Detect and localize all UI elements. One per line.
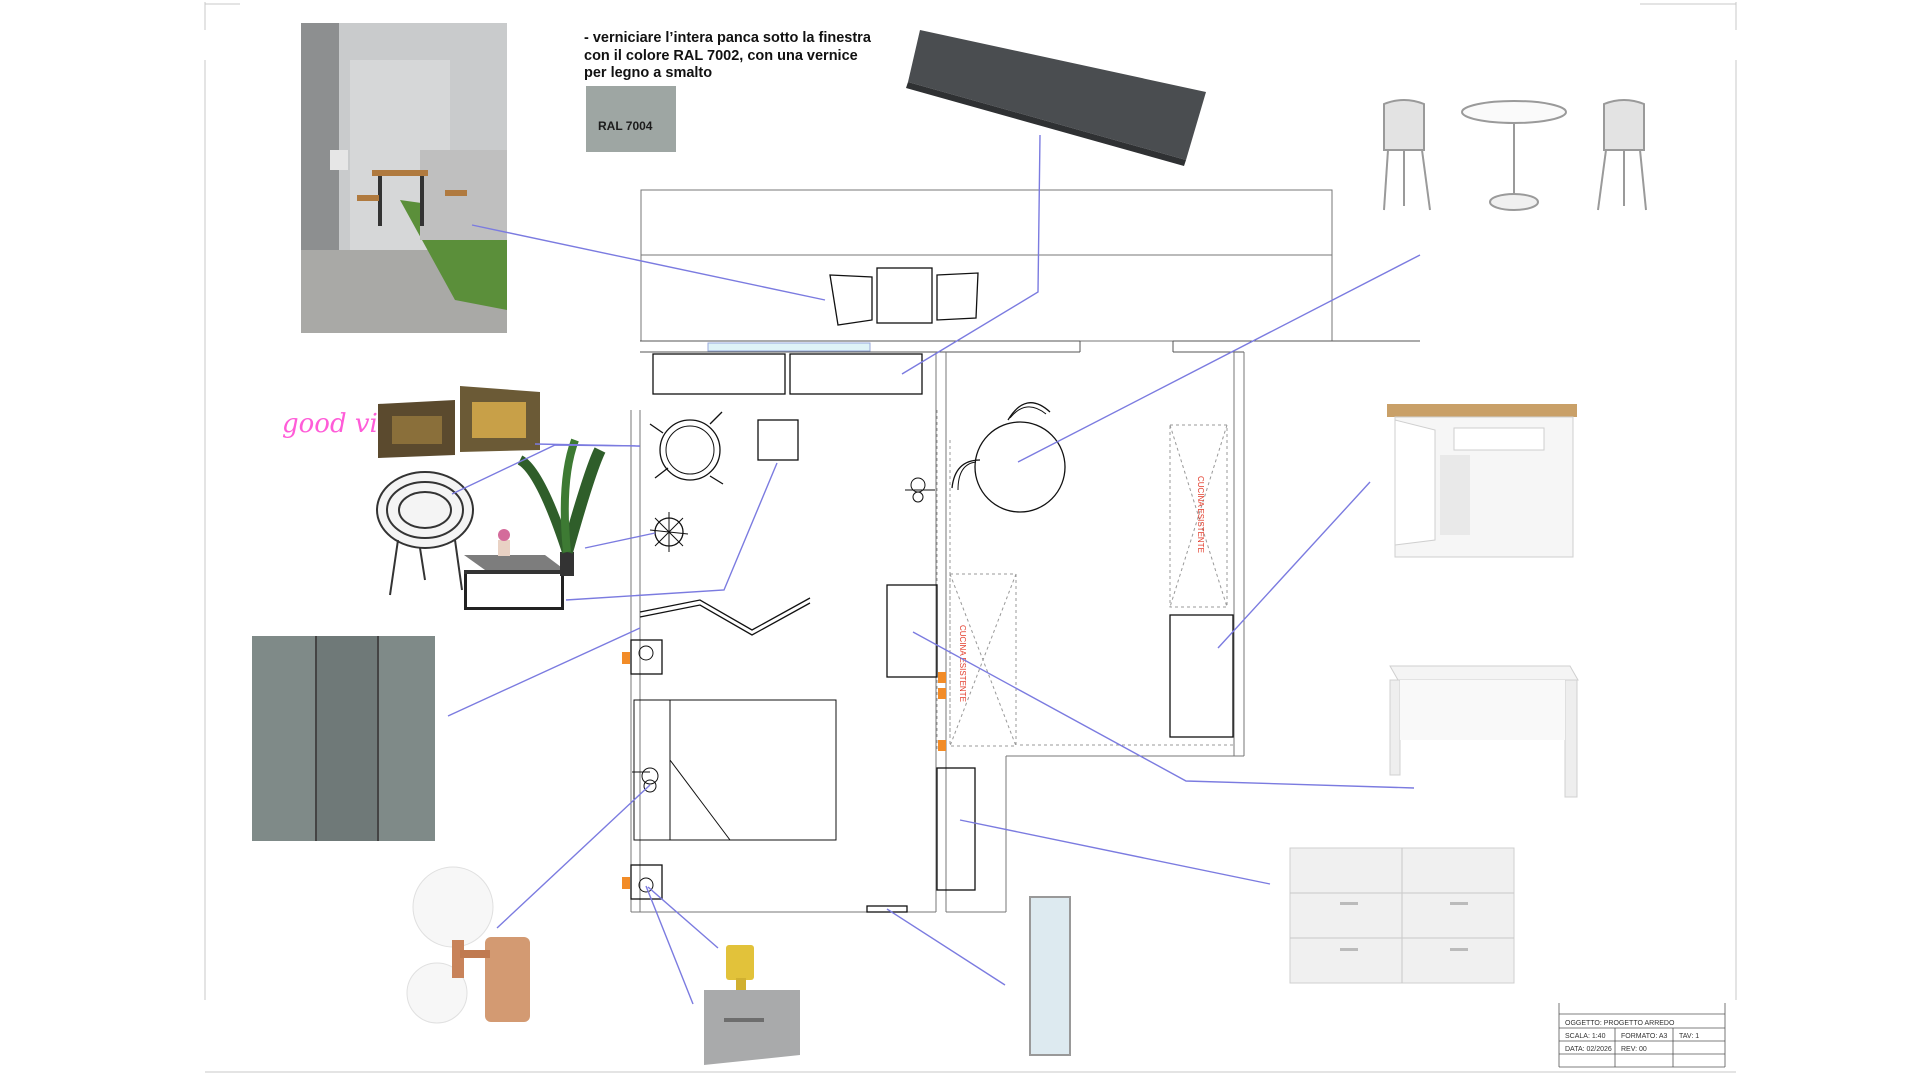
bedside-lamp-image — [704, 945, 800, 1065]
note-line-2: con il colore RAL 7002, con una vernice — [584, 47, 858, 64]
side-table-and-plant-image — [464, 438, 606, 610]
courtyard-photo — [301, 23, 507, 333]
title-block-formato: FORMATO: A3 — [1621, 1033, 1668, 1040]
folding-screen-image — [252, 636, 435, 841]
leader-bedside-lamp — [647, 886, 719, 949]
bistro-set-image — [1383, 99, 1647, 211]
mirror-image — [1029, 896, 1071, 1056]
swatch-label: RAL 7004 — [598, 119, 653, 133]
title-block-scala: SCALA: 1:40 — [1565, 1033, 1606, 1040]
leader-side-table — [565, 462, 778, 601]
ral-color-swatch: RAL 7004 — [586, 86, 676, 152]
note-line-3: per legno a smalto — [584, 65, 713, 81]
leader-bistro-set — [1017, 254, 1421, 463]
desk-image — [1389, 665, 1579, 798]
kitchen-existing-label-a: CUCINA ESISTENTE — [1196, 476, 1205, 553]
leader-lines — [447, 134, 1421, 1005]
kitchen-existing-label-b: CUCINA ESISTENTE — [958, 625, 967, 702]
leader-desk — [912, 631, 1415, 789]
title-block-frame — [1558, 1003, 1726, 1068]
kitchen-cabinet-image — [1387, 404, 1577, 558]
title-block-rev: REV: 00 — [1621, 1046, 1647, 1053]
floor-plan — [630, 189, 1420, 913]
leader-cushion — [901, 134, 1041, 375]
electrical-sockets — [622, 652, 946, 889]
title-block-oggetto: OGGETTO: PROGETTO ARREDO — [1565, 1020, 1675, 1027]
leader-nightstand — [645, 885, 694, 1005]
title-block: OGGETTO: PROGETTO ARREDO SCALA: 1:40 FOR… — [1559, 1003, 1725, 1067]
title-block-data: DATA: 02/2026 — [1565, 1046, 1612, 1053]
leader-kitchen-cabinet — [1217, 481, 1371, 649]
acapulco-chair-image — [376, 471, 474, 596]
city-posters-image — [378, 386, 540, 458]
leader-plant — [584, 532, 656, 549]
leader-dresser — [959, 819, 1271, 885]
leader-courtyard — [471, 224, 826, 301]
leader-mirror — [886, 908, 1006, 986]
dresser-image — [1289, 847, 1515, 984]
leader-wall-lamp — [496, 784, 651, 929]
bench-cushion-image — [906, 30, 1206, 166]
note-line-1: - verniciare l’intera panca sotto la fin… — [584, 30, 871, 46]
leader-acapulco — [451, 444, 641, 495]
leader-screen — [447, 627, 641, 717]
title-block-tav: TAV: 1 — [1679, 1033, 1700, 1040]
wall-lamp-image — [406, 866, 530, 1024]
sheet-frame — [204, 2, 1737, 1073]
paint-instruction-note: - verniciare l’intera panca sotto la fin… — [584, 30, 914, 83]
